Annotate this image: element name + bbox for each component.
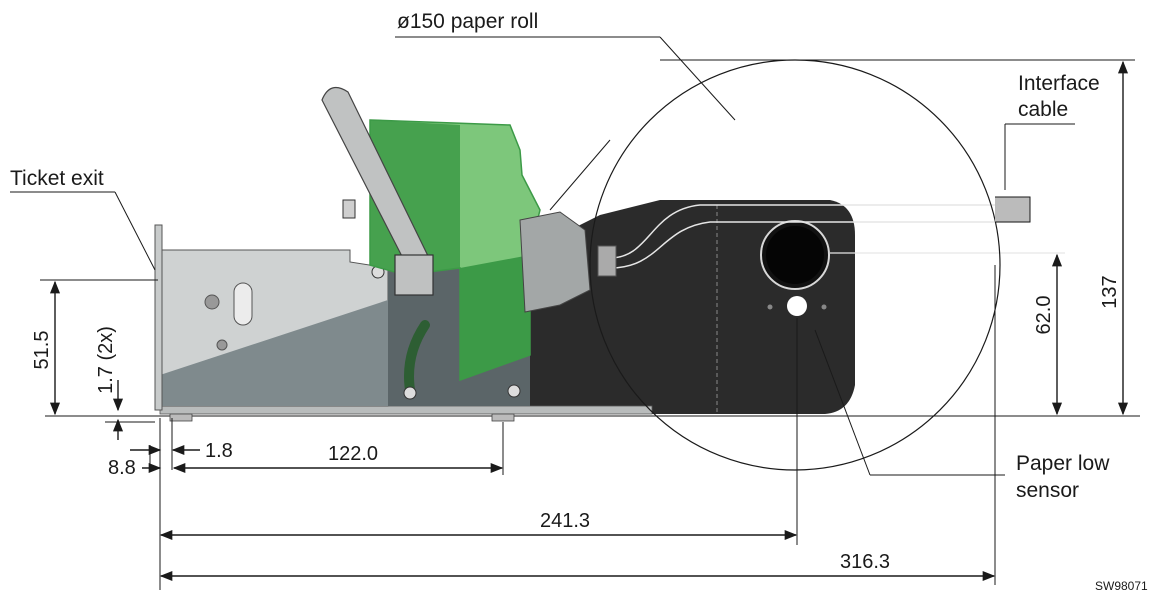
paper-low-label-2: sensor — [1016, 479, 1079, 502]
roll-bracket — [519, 211, 591, 313]
screw — [403, 386, 417, 400]
interface-cable-label-2: cable — [1018, 98, 1068, 121]
dim-1-7-label: 1.7 (2x) — [95, 326, 117, 394]
front-lip — [154, 224, 163, 411]
slot — [233, 282, 253, 326]
cable-wire — [609, 204, 1030, 259]
drawing-id: SW98071 — [1095, 579, 1148, 593]
screw — [507, 384, 521, 398]
dim-316-3-label: 316.3 — [840, 551, 890, 573]
roll-tangent — [549, 139, 611, 211]
dim-51-5-label: 51.5 — [31, 331, 53, 370]
lever-base — [394, 254, 434, 296]
dim-241-3-label: 241.3 — [540, 510, 590, 532]
mount-hole — [216, 339, 228, 351]
roll-leader — [659, 36, 736, 121]
dim-137-label: 137 — [1099, 275, 1121, 308]
chassis-shadow — [160, 300, 388, 406]
interface-cable-label-1: Interface — [1018, 72, 1100, 95]
dim-122-0-label: 122.0 — [328, 443, 378, 465]
interface-cable — [995, 196, 1031, 223]
paper-roll-label: ø150 paper roll — [397, 10, 538, 33]
sensor-hole — [787, 296, 807, 316]
foot — [491, 413, 515, 422]
cable-clip — [404, 320, 430, 395]
foot — [169, 413, 193, 422]
mechanism-lower — [460, 255, 530, 380]
base-plate — [159, 405, 653, 415]
paper-low-label-1: Paper low — [1016, 452, 1110, 475]
cable-wire — [609, 221, 1030, 269]
screw-hole — [821, 304, 827, 310]
dim-62-0-label: 62.0 — [1033, 296, 1055, 335]
sensor-core — [766, 226, 824, 284]
sensor-leader — [814, 329, 871, 476]
release-lever — [321, 86, 431, 273]
mount-hole — [204, 294, 220, 310]
screw-hole — [767, 304, 773, 310]
dim-8-8-label: 8.8 — [108, 457, 136, 479]
connector — [597, 245, 617, 277]
ticket-leader — [114, 191, 156, 271]
dim-1-8-label: 1.8 — [205, 440, 233, 462]
bolt — [342, 199, 356, 219]
ticket-exit-label: Ticket exit — [10, 167, 104, 190]
